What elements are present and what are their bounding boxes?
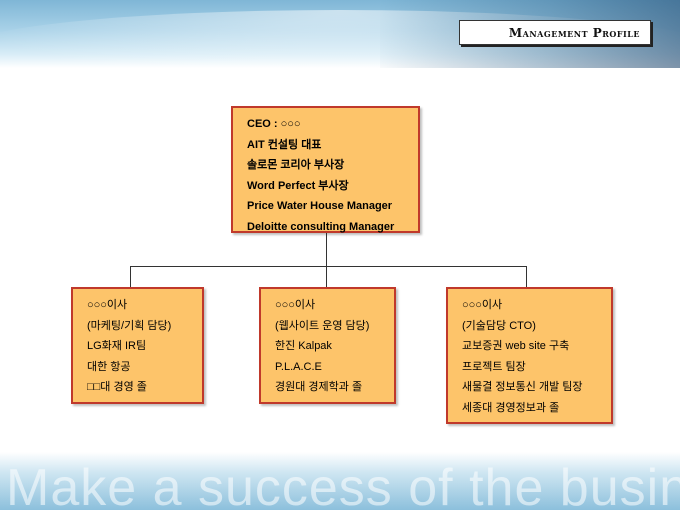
director-role: (기술담당 CTO) (462, 319, 536, 332)
org-connector-right (526, 266, 527, 287)
footer-banner: Make a success of the business (0, 452, 680, 510)
director-education: □□대 경영 졸 (87, 381, 147, 393)
director-name: ○○○이사 (462, 299, 503, 311)
director-card-marketing: ○○○이사 (마케팅/기획 담당) LG화재 IR팀 대한 항공 □□대 경영 … (71, 287, 204, 404)
director-name: ○○○이사 (275, 299, 316, 311)
org-connector-left (130, 266, 131, 287)
director-card-cto: ○○○이사 (기술담당 CTO) 교보증권 web site 구축 프로젝트 팀… (446, 287, 613, 424)
director-name: ○○○이사 (87, 299, 128, 311)
ceo-name: CEO : ○○○ (247, 118, 301, 130)
director-career-item: 프로젝트 팀장 (462, 360, 526, 373)
director-role: (웹사이트 운영 담당) (275, 319, 370, 332)
director-career-item: P.L.A.C.E (275, 360, 322, 373)
director-career-item: 새물결 정보통신 개발 팀장 (462, 381, 583, 393)
director-role: (마케팅/기획 담당) (87, 319, 172, 332)
ceo-career-item: Word Perfect 부사장 (247, 179, 349, 192)
org-connector-middle (326, 266, 327, 287)
director-education: 경원대 경제학과 졸 (275, 381, 363, 393)
ceo-career-item: AIT 컨설팅 대표 (247, 138, 322, 151)
director-career-item: 한진 Kalpak (275, 340, 332, 352)
ceo-career-item: Price Water House Manager (247, 200, 393, 212)
page-title: Management Profile (508, 25, 640, 40)
director-career-item: LG화재 IR팀 (87, 340, 147, 352)
ceo-card: CEO : ○○○ AIT 컨설팅 대표 솔로몬 코리아 부사장 Word Pe… (231, 106, 420, 233)
director-career-item: 교보증권 web site 구축 (462, 340, 570, 352)
page-title-box: Management Profile (459, 20, 651, 45)
director-education: 세종대 경영정보과 졸 (462, 401, 560, 414)
ceo-career-item: 솔로몬 코리아 부사장 (247, 159, 345, 171)
org-connector-horizontal (130, 266, 526, 267)
director-card-website: ○○○이사 (웹사이트 운영 담당) 한진 Kalpak P.L.A.C.E 경… (259, 287, 396, 404)
ceo-career-item: Deloitte consulting Manager (247, 220, 395, 233)
footer-slogan: Make a success of the business (6, 459, 680, 510)
director-career-item: 대한 항공 (87, 360, 131, 373)
org-connector-ceo-down (326, 233, 327, 266)
